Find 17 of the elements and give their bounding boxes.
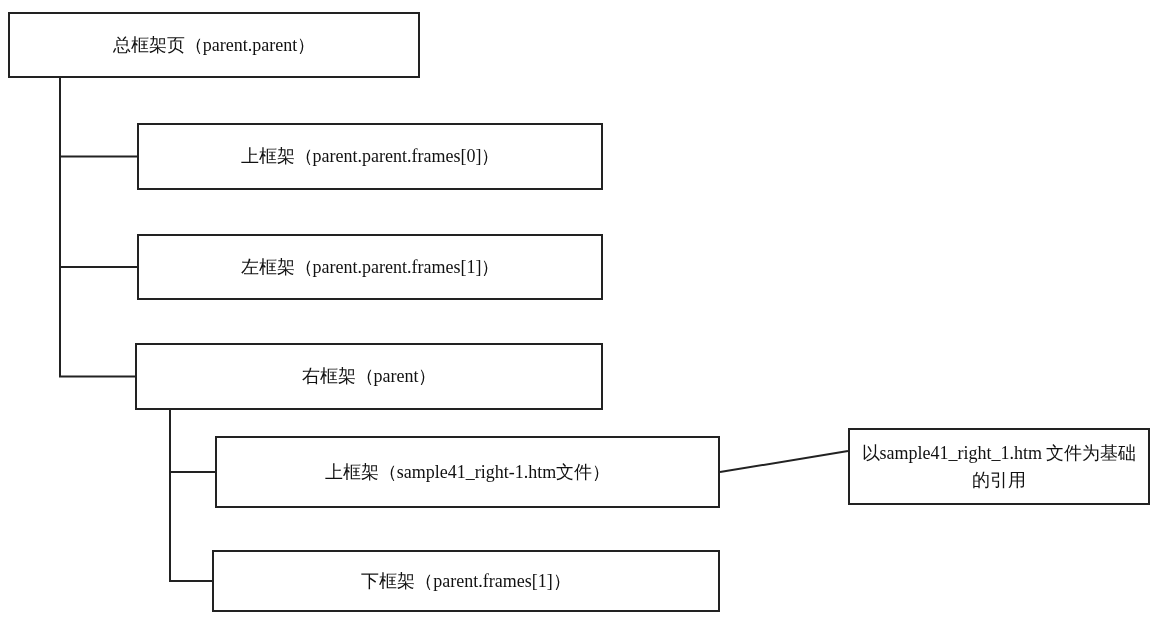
frame-label: 左框架（parent.parent.frames[1]） xyxy=(240,255,500,279)
frame-box xyxy=(135,343,603,410)
callout-text: 以sample41_right_1.htm 文件为基础的引用 xyxy=(860,441,1138,492)
frame-label: 上框架（parent.parent.frames[0]） xyxy=(240,145,500,168)
frame-box xyxy=(137,234,603,300)
frame-label: 总框架页（parent.parent） xyxy=(112,33,316,57)
frame-box xyxy=(8,12,420,78)
frame-box xyxy=(137,123,603,190)
frame-label: 右框架（parent） xyxy=(301,365,437,388)
frame-box xyxy=(212,550,720,612)
frame-label: 上框架（sample41_right-1.htm文件） xyxy=(324,460,611,484)
frame-label: 下框架（parent.frames[1]） xyxy=(361,569,571,593)
leader-line xyxy=(719,450,849,473)
frame-box xyxy=(215,436,720,508)
tree-connector xyxy=(169,409,213,582)
tree-connector xyxy=(59,77,136,378)
callout-box xyxy=(848,428,1150,505)
